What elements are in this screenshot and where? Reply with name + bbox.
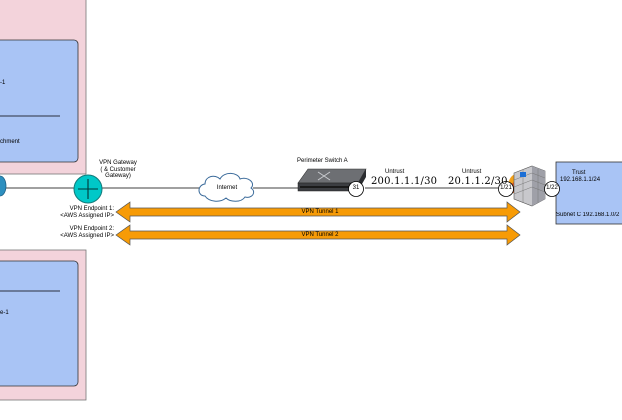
internet-label: Internet [216,185,238,191]
firewall-port-right-circle [544,181,560,197]
vpn-endpoint-2-label: VPN Endpoint 2: <AWS Assigned IP> [60,226,114,239]
bottom-panel-label-1: e-1 [0,310,9,316]
firewall-port-left-circle [498,181,514,197]
perimeter-switch-label: Perimeter Switch A [297,158,348,164]
trust-subnet: Subnet C 192.168.1.0/2 [556,212,620,218]
internet-cloud-icon [198,172,255,202]
vpn-endpoint-1-line2: <AWS Assigned IP> [60,212,114,219]
vpn-tunnel-1-label: VPN Tunnel 1 [301,209,339,215]
vpn-gateway-label-line2: ( & Customer [100,166,136,173]
vpn-endpoint-1-line1: VPN Endpoint 1: [69,206,114,212]
vpn-gateway-label: VPN Gateway ( & Customer Gateway) [88,160,148,180]
vpn-endpoint-1-label: VPN Endpoint 1: <AWS Assigned IP> [60,206,114,219]
vpn-gateway-label-line1: VPN Gateway [99,160,137,166]
vpn-endpoint-2-line1: VPN Endpoint 2: [69,226,114,232]
bottom-region-inner [0,260,79,387]
firewall-icon [506,165,546,207]
router-icon [0,175,7,197]
vpn-gateway-icon [73,174,103,204]
vpn-tunnel-2-arrow [115,224,521,246]
untrust-right-ip: 20.1.1.2/30 [448,176,508,187]
top-panel-label-2: chment [0,139,20,145]
untrust-left-ip: 200.1.1.1/30 [371,176,438,187]
firewall-port-left-label: 1/21 [500,185,512,191]
switch-port-circle [348,181,364,197]
perimeter-switch-icon [297,168,367,192]
trust-box [555,161,622,225]
top-region-inner [0,39,79,163]
top-panel-label-1: -1 [0,80,6,86]
firewall-port-right-label: 1/22 [546,185,558,191]
vpn-tunnel-2-label: VPN Tunnel 2 [301,232,339,238]
untrust-left-label: Untrust [385,169,405,175]
switch-port-label: 31 [352,185,360,191]
trust-label: Trust [572,170,586,176]
vpn-endpoint-2-line2: <AWS Assigned IP> [60,232,114,239]
vpn-gateway-label-line3: Gateway) [105,173,131,179]
trust-ip: 192.168.1.1/24 [560,177,601,183]
untrust-right-label: Untrust [462,169,482,175]
vpn-tunnel-1-arrow [115,201,521,223]
